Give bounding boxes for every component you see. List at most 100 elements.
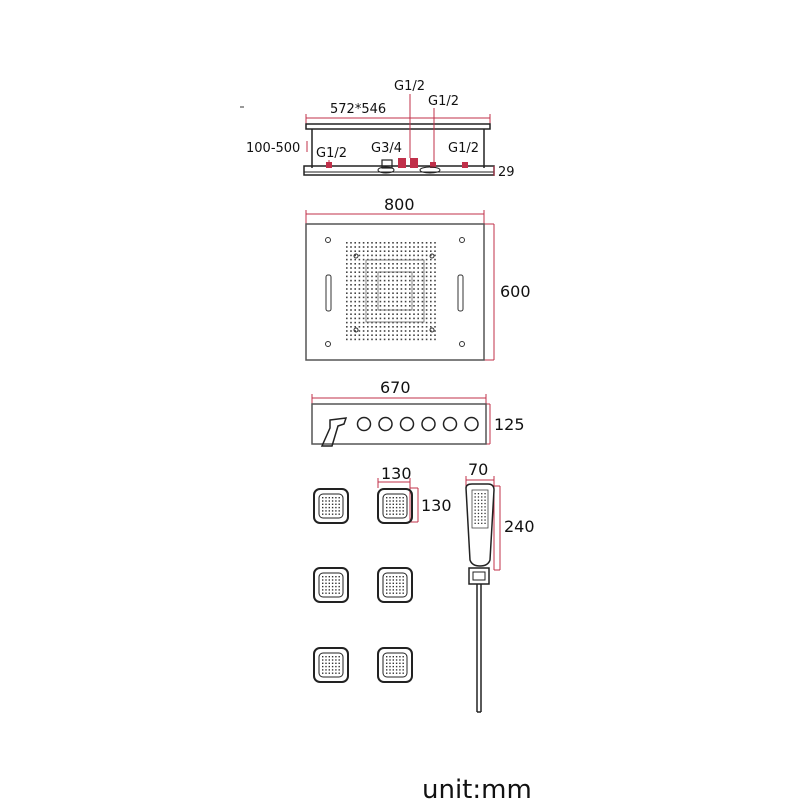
nozzle <box>417 275 419 278</box>
nozzle <box>375 321 377 324</box>
nozzle <box>354 330 356 332</box>
nozzle <box>362 334 365 336</box>
nozzle <box>358 317 361 320</box>
nozzle <box>383 305 386 307</box>
nozzle <box>354 292 356 294</box>
nozzle <box>388 338 390 341</box>
hand-nozzle <box>474 509 476 511</box>
nozzle <box>413 284 415 286</box>
nozzle <box>396 305 398 307</box>
hand-shower-width-label: 70 <box>468 460 488 479</box>
nozzle <box>379 279 382 282</box>
nozzle <box>413 258 415 261</box>
nozzle <box>425 288 428 290</box>
waterfall-slot-left <box>325 274 332 312</box>
nozzle <box>421 279 424 282</box>
nozzle <box>430 317 432 320</box>
nozzle <box>425 242 428 244</box>
nozzle <box>417 292 419 294</box>
nozzle <box>388 279 390 282</box>
nozzle <box>400 338 403 341</box>
nozzle <box>388 300 390 303</box>
nozzle <box>400 246 403 248</box>
nozzle <box>400 275 403 278</box>
nozzle <box>434 254 436 257</box>
nozzle <box>434 309 436 311</box>
nozzle <box>358 330 361 332</box>
nozzle <box>434 271 436 273</box>
nozzle <box>434 321 436 324</box>
hand-nozzle <box>484 512 486 515</box>
nozzle <box>371 254 373 257</box>
nozzle <box>404 326 407 328</box>
body-jet-height-label: 130 <box>421 496 452 515</box>
nozzle <box>413 279 415 282</box>
nozzle <box>392 254 394 257</box>
nozzle <box>417 254 419 257</box>
hand-nozzle <box>481 506 483 508</box>
nozzle <box>346 330 348 332</box>
nozzle <box>375 288 377 290</box>
nozzle <box>362 296 365 299</box>
nozzle <box>379 258 382 261</box>
hand-nozzle <box>481 496 483 498</box>
nozzle <box>350 317 352 320</box>
nozzle <box>346 250 348 252</box>
nozzle <box>425 300 428 303</box>
nozzle <box>409 284 411 286</box>
nozzle <box>371 288 373 290</box>
nozzle <box>354 246 356 248</box>
hand-nozzle <box>481 519 483 521</box>
nozzle <box>379 305 382 307</box>
nozzle <box>425 271 428 273</box>
nozzle <box>383 275 386 278</box>
nozzle <box>367 330 369 332</box>
nozzle <box>425 317 428 320</box>
hand-nozzle <box>484 516 486 518</box>
nozzle <box>354 242 356 244</box>
nozzle <box>346 338 348 341</box>
nozzle <box>396 296 398 299</box>
nozzle <box>367 300 369 303</box>
nozzle <box>425 309 428 311</box>
nozzle <box>392 338 394 341</box>
nozzle <box>434 296 436 299</box>
body-jets: 130 130 <box>313 464 452 683</box>
nozzle <box>430 309 432 311</box>
nozzle <box>404 250 407 252</box>
body-jet-width-label: 130 <box>381 464 412 483</box>
nozzle <box>367 284 369 286</box>
hand-nozzle <box>481 509 483 511</box>
nozzle <box>421 321 424 324</box>
nozzle <box>362 284 365 286</box>
nozzle <box>392 292 394 294</box>
nozzle <box>358 250 361 252</box>
nozzle <box>354 313 356 315</box>
nozzle <box>404 300 407 303</box>
body-jet <box>313 567 349 603</box>
nozzle <box>434 242 436 244</box>
nozzle <box>367 288 369 290</box>
hand-nozzle <box>477 502 480 505</box>
hand-nozzle <box>477 496 480 498</box>
nozzle <box>404 242 407 244</box>
nozzle <box>404 284 407 286</box>
hand-nozzle <box>477 499 480 501</box>
nozzle <box>371 284 373 286</box>
nozzle <box>383 246 386 248</box>
nozzle <box>358 313 361 315</box>
nozzle <box>350 292 352 294</box>
nozzle <box>354 258 356 261</box>
nozzle <box>400 263 403 265</box>
nozzle <box>358 292 361 294</box>
nozzle <box>375 338 377 341</box>
height-range-label: 100-500 <box>246 141 300 156</box>
nozzle <box>430 284 432 286</box>
nozzle <box>417 326 419 328</box>
nozzle <box>388 242 390 244</box>
nozzle <box>400 258 403 261</box>
nozzle <box>430 258 432 261</box>
nozzle <box>434 313 436 315</box>
nozzle <box>400 242 403 244</box>
nozzle <box>392 242 394 244</box>
